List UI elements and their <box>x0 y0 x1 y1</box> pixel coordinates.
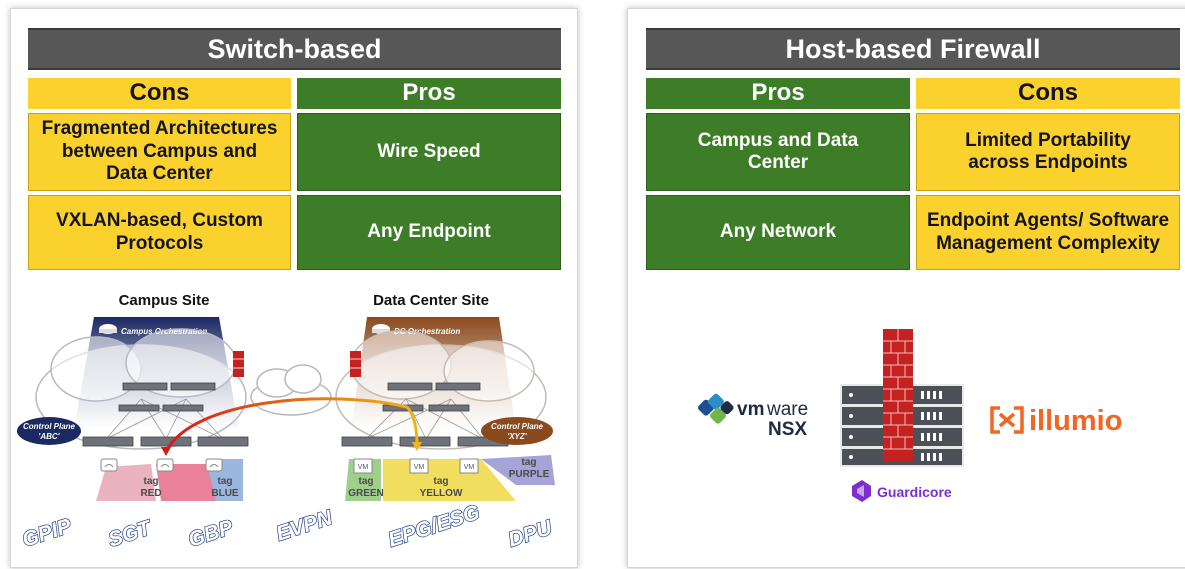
dc-leaf-switch <box>399 436 451 447</box>
red-tag-region <box>96 464 156 501</box>
host-based-firewall-title: Host-based Firewall <box>646 28 1180 70</box>
tag-green-label: GREEN <box>348 488 384 499</box>
vendor-logos: vm ware NSX <box>698 329 1122 502</box>
cons-cell: Endpoint Agents/ Software Management Com… <box>916 195 1180 270</box>
campus-access-switch <box>82 436 134 447</box>
control-plane-xyz-bubble <box>481 417 553 445</box>
pros-header: Pros <box>297 78 561 109</box>
dc-orchestration-label: DC Orchestration <box>394 327 460 336</box>
server-firewall-icon <box>840 329 964 467</box>
illumio-logo-icon <box>990 406 1024 434</box>
tag-yellow-label: YELLOW <box>420 488 463 499</box>
cons-header: Cons <box>28 78 291 109</box>
campus-spine-switch <box>122 382 168 391</box>
vm-label: VM <box>464 464 475 471</box>
traffic-flow-arrow <box>164 397 419 453</box>
campus-spine-switch <box>170 382 216 391</box>
tag-blue-label: BLUE <box>211 488 239 499</box>
tag-green-prefix: tag <box>359 476 374 487</box>
dc-spine-switch <box>435 382 481 391</box>
control-plane-abc-value: 'ABC' <box>38 432 60 441</box>
wifi-access-point-icon <box>156 458 174 472</box>
vm-icon <box>353 458 373 474</box>
wifi-access-point-icon <box>205 458 223 472</box>
campus-firewall-icon <box>233 351 244 377</box>
cons-cell: VXLAN-based, Custom Protocols <box>28 195 291 270</box>
vmware-logo-ware: ware <box>766 399 808 420</box>
vm-icon <box>459 458 479 474</box>
tag-red-label: RED <box>140 488 161 499</box>
protocol-label: EPG/ESG <box>385 501 482 552</box>
tag-purple-prefix: tag <box>522 457 537 468</box>
vm-label: VM <box>358 464 369 471</box>
dc-leaf-switch <box>341 436 393 447</box>
dc-site-label: Data Center Site <box>373 292 489 309</box>
tag-purple-label: PURPLE <box>509 469 550 480</box>
pros-cell: Wire Speed <box>297 113 561 191</box>
tag-yellow-prefix: tag <box>434 476 449 487</box>
host-based-firewall-panel: Host-based Firewall Pros Cons Campus and… <box>627 8 1185 568</box>
illumio-logo: illumio <box>990 405 1122 437</box>
firewall-wall-icon <box>883 329 913 461</box>
control-plane-abc-bubble <box>17 417 81 445</box>
protocol-label: DPU <box>505 516 555 552</box>
campus-cloud <box>35 328 247 450</box>
illumio-logo-text: illumio <box>1029 405 1122 437</box>
dc-firewall-icon <box>350 351 361 377</box>
control-plane-xyz-label: Control Plane <box>491 422 544 431</box>
wan-cloud <box>250 364 332 416</box>
pros-cell: Campus and Data Center <box>646 113 910 191</box>
vm-icon <box>409 458 429 474</box>
guardicore-logo: Guardicore <box>852 480 952 502</box>
tag-blue-prefix: tag <box>218 476 233 487</box>
cons-cell: Fragmented Architectures between Campus … <box>28 113 291 191</box>
guardicore-logo-text: Guardicore <box>877 484 952 500</box>
cons-header: Cons <box>916 78 1180 109</box>
campus-access-switch <box>140 436 192 447</box>
purple-tag-region <box>481 455 555 485</box>
pros-header: Pros <box>646 78 910 109</box>
dc-switch <box>428 404 470 412</box>
protocol-label: SGT <box>105 516 155 552</box>
protocol-label: EVPN <box>273 506 335 546</box>
protocol-label: GBP <box>185 516 236 552</box>
traffic-flow-arrowhead <box>412 442 422 451</box>
switch-based-title: Switch-based <box>28 28 561 70</box>
campus-orchestration-icon <box>99 324 117 334</box>
nsx-logo-text: NSX <box>768 419 807 440</box>
campus-switch <box>162 404 204 412</box>
campus-access-switch <box>197 436 249 447</box>
pros-cell: Any Endpoint <box>297 195 561 270</box>
wifi-access-point-icon <box>100 458 118 472</box>
tag-red-prefix: tag <box>144 476 159 487</box>
traffic-flow-arrowhead <box>161 447 171 456</box>
cons-cell: Limited Portability across Endpoints <box>916 113 1180 191</box>
switch-based-panel: Switch-based Cons Pros Fragmented Archit… <box>10 8 578 568</box>
pros-cell: Any Network <box>646 195 910 270</box>
vmware-logo-vm: vm <box>737 399 764 420</box>
dc-orchestration-icon <box>372 324 390 334</box>
campus-switch <box>118 404 160 412</box>
campus-site-label: Campus Site <box>119 292 210 309</box>
vmware-logo-icon <box>698 393 734 424</box>
dc-spine-switch <box>387 382 433 391</box>
vmware-nsx-logo: vm ware NSX <box>698 393 808 440</box>
campus-dc-diagram: Campus Site Data Center Site Campus Orch… <box>17 292 556 552</box>
control-plane-abc-label: Control Plane <box>23 422 76 431</box>
protocol-label: GPIP <box>19 514 75 552</box>
vm-label: VM <box>414 464 425 471</box>
control-plane-xyz-value: 'XYZ' <box>507 432 527 441</box>
